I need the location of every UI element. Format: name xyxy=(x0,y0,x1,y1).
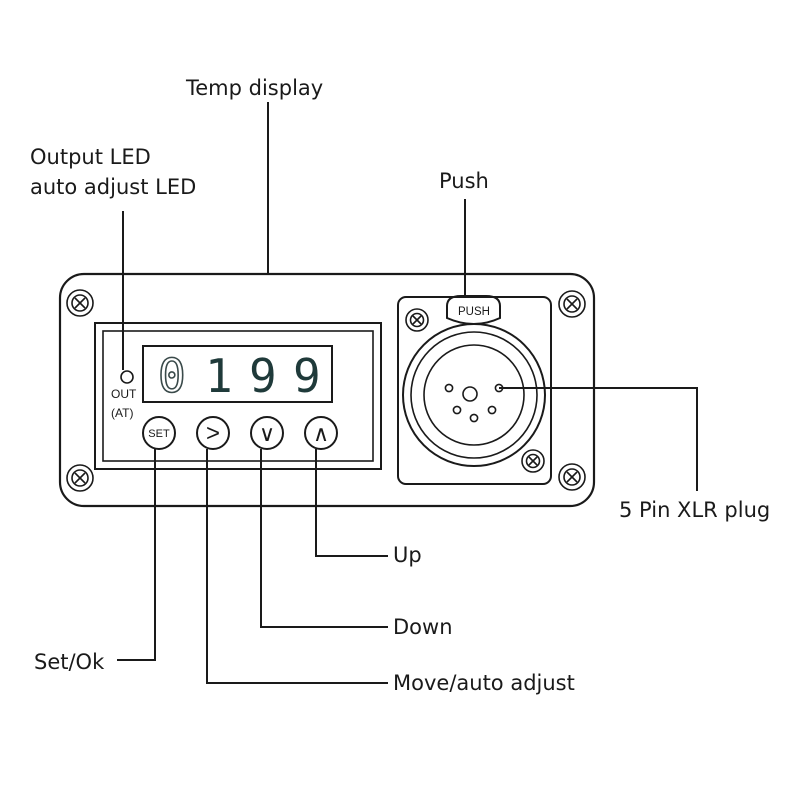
leader-up xyxy=(315,449,388,557)
leader-xlr-plug xyxy=(499,387,698,491)
led-label-out: OUT xyxy=(111,387,137,401)
callout-down: Down xyxy=(393,615,453,639)
svg-text:∨: ∨ xyxy=(259,421,275,446)
callout-auto-adjust-led: auto adjust LED xyxy=(30,175,196,199)
callout-up: Up xyxy=(393,543,422,567)
display-digit-3: 9 xyxy=(249,349,277,403)
screw-icon xyxy=(66,289,94,317)
leader-move xyxy=(206,449,388,684)
svg-text:SET: SET xyxy=(148,428,170,440)
enclosure xyxy=(58,272,596,508)
display-digit-4: 9 xyxy=(293,349,321,403)
screw-icon xyxy=(66,464,94,492)
callout-xlr-plug: 5 Pin XLR plug xyxy=(619,498,770,522)
led-label-at: (AT) xyxy=(111,406,133,420)
callout-move-auto-adjust: Move/auto adjust xyxy=(393,671,575,695)
screw-icon xyxy=(405,308,429,332)
callout-output-led: Output LED xyxy=(30,145,151,169)
xlr-pin xyxy=(469,413,479,423)
leader-set xyxy=(117,449,156,661)
xlr-pin xyxy=(452,405,462,415)
callout-temp-display: Temp display xyxy=(185,76,323,100)
control-module xyxy=(94,322,382,470)
screw-icon xyxy=(521,449,545,473)
temp-display: 0 1 9 9 xyxy=(142,345,333,404)
output-led xyxy=(120,370,134,384)
leader-down xyxy=(260,449,388,628)
set-button[interactable]: SET xyxy=(142,416,176,450)
screw-icon xyxy=(558,290,586,318)
xlr-pin xyxy=(462,386,478,402)
display-digit-1: 0 xyxy=(158,349,186,403)
display-digit-2: 1 xyxy=(205,349,233,403)
screw-icon xyxy=(558,463,586,491)
xlr-connector xyxy=(397,296,552,485)
callout-set-ok: Set/Ok xyxy=(34,650,105,674)
svg-text:PUSH: PUSH xyxy=(458,306,490,318)
svg-text:∧: ∧ xyxy=(313,421,329,446)
down-button[interactable]: ∨ xyxy=(250,416,284,450)
svg-text:>: > xyxy=(206,420,220,447)
xlr-pin xyxy=(487,405,497,415)
xlr-pin xyxy=(444,383,454,393)
callout-push: Push xyxy=(439,169,489,193)
up-button[interactable]: ∧ xyxy=(304,416,338,450)
move-button[interactable]: > xyxy=(196,416,230,450)
push-latch[interactable]: PUSH xyxy=(446,295,501,325)
